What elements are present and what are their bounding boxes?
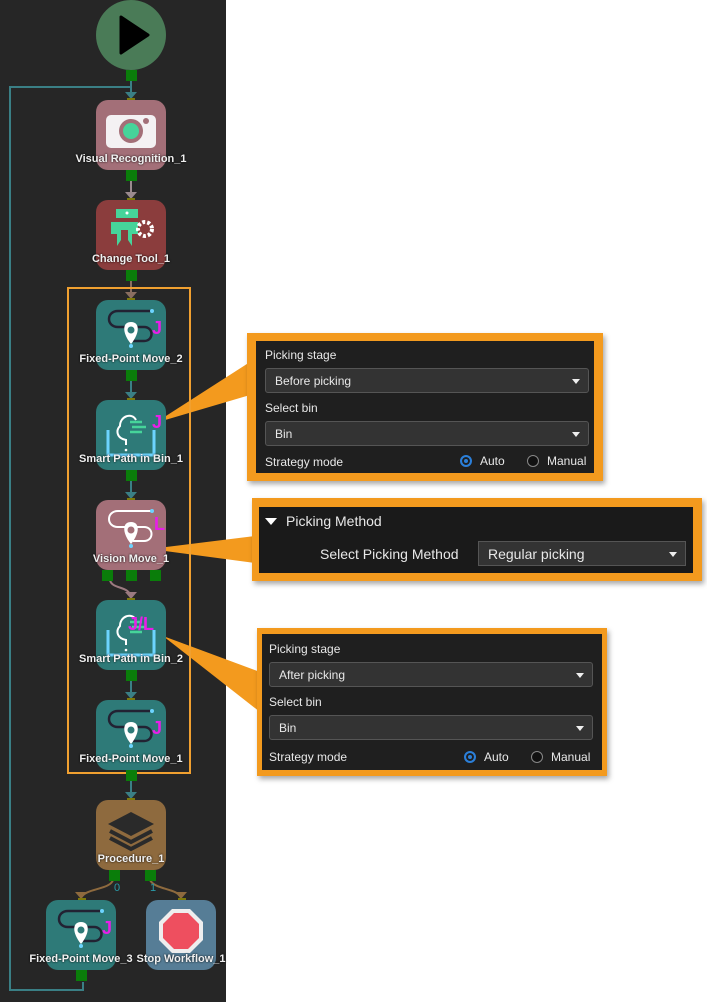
node-label: Change Tool_1 [91,253,171,265]
svg-text:J: J [102,918,112,938]
radio-unselected-icon [527,455,539,467]
picking-stage-select[interactable]: After picking [269,662,593,687]
smart-path-1-settings-callout: Picking stage Before picking Select bin … [247,333,603,481]
location-path-icon: J [57,909,112,948]
node-procedure-1[interactable]: Procedure_1 [96,800,166,870]
output-port-1[interactable] [145,870,156,881]
output-port[interactable] [126,70,137,81]
joint-badge: J [152,318,162,338]
output-port[interactable] [76,970,87,981]
picking-method-callout: Picking Method Select Picking Method Reg… [252,498,702,581]
location-path-icon: L [108,509,165,548]
picking-method-panel: Picking Method Select Picking Method Reg… [259,507,693,573]
picking-stage-label: Picking stage [265,348,337,362]
chevron-down-icon [576,672,584,678]
gripper-gear-icon [111,209,154,246]
node-smart-path-in-bin-1[interactable]: J Smart Path in Bin_1 [79,400,183,470]
output-port[interactable] [126,670,137,681]
output-port[interactable] [126,470,137,481]
node-stop-workflow-1[interactable]: Stop Workflow_1 [136,900,226,970]
select-bin-label: Select bin [269,695,322,709]
output-port[interactable] [102,570,113,581]
strategy-manual-radio[interactable]: Manual [527,454,586,468]
location-path-icon: J [107,709,162,748]
select-bin-select[interactable]: Bin [265,421,589,446]
smart-path-2-settings-callout: Picking stage After picking Select bin B… [257,628,607,776]
node-change-tool[interactable]: Change Tool_1 [92,200,170,270]
play-icon [119,15,150,55]
radio-selected-icon [464,751,476,763]
picking-stage-select[interactable]: Before picking [265,368,589,393]
select-picking-method-label: Select Picking Method [320,546,459,562]
select-bin-label: Select bin [265,401,318,415]
node-label: Smart Path in Bin_1 [79,453,183,465]
node-label: Fixed-Point Move_2 [79,353,183,365]
chevron-down-icon [572,431,580,437]
output-port[interactable] [126,570,137,581]
chevron-down-icon [572,378,580,384]
picking-method-value: Regular picking [488,545,585,562]
radio-label: Manual [551,750,591,764]
node-fixed-point-move-2[interactable]: J Fixed-Point Move_2 [79,300,183,370]
node-visual-recognition[interactable]: Visual Recognition_1 [75,100,187,170]
node-label: Fixed-Point Move_3 [29,953,133,965]
svg-text:J/L: J/L [128,614,154,634]
strategy-mode-label: Strategy mode [265,455,344,469]
node-smart-path-in-bin-2[interactable]: J/L Smart Path in Bin_2 [79,600,183,670]
radio-label: Auto [484,750,509,764]
smart-path-2-settings-panel: Picking stage After picking Select bin B… [262,634,602,770]
node-label: Procedure_1 [97,853,165,865]
picking-method-select[interactable]: Regular picking [478,541,686,566]
node-vision-move-1[interactable]: L Vision Move_1 [92,500,170,570]
head-bin-icon: J/L [106,614,156,657]
output-port[interactable] [126,270,137,281]
select-bin-value: Bin [279,720,297,735]
port-number-0: 0 [114,882,121,894]
node-label: Smart Path in Bin_2 [79,653,183,665]
camera-icon [106,115,156,148]
svg-text:J: J [152,718,162,738]
radio-label: Manual [547,454,587,468]
node-label: Stop Workflow_1 [136,953,226,965]
picking-method-title: Picking Method [286,513,382,529]
strategy-manual-radio[interactable]: Manual [531,750,590,764]
layers-icon [108,812,154,852]
svg-text:L: L [154,514,165,534]
node-label: Fixed-Point Move_1 [79,753,183,765]
node-label: Vision Move_1 [92,553,170,565]
node-label: Visual Recognition_1 [75,153,187,165]
picking-stage-value: After picking [279,667,346,682]
strategy-auto-radio[interactable]: Auto [460,454,505,468]
strategy-mode-label: Strategy mode [269,750,348,764]
strategy-auto-radio[interactable]: Auto [464,750,509,764]
picking-stage-value: Before picking [275,373,352,388]
select-bin-value: Bin [275,426,293,441]
output-port[interactable] [126,770,137,781]
head-bin-icon: J [106,412,162,457]
select-bin-select[interactable]: Bin [269,715,593,740]
radio-selected-icon [460,455,472,467]
collapse-triangle-icon[interactable] [265,518,277,525]
output-port[interactable] [150,570,161,581]
picking-stage-label: Picking stage [269,642,341,656]
output-port[interactable] [126,370,137,381]
svg-text:J: J [152,412,162,432]
node-fixed-point-move-1[interactable]: J Fixed-Point Move_1 [79,700,183,770]
output-port-0[interactable] [109,870,120,881]
node-fixed-point-move-3[interactable]: J Fixed-Point Move_3 [29,900,133,970]
smart-path-1-settings-panel: Picking stage Before picking Select bin … [256,341,594,473]
port-number-1: 1 [150,882,157,894]
start-node[interactable] [96,0,166,70]
chevron-down-icon [669,551,677,557]
chevron-down-icon [576,725,584,731]
location-path-icon: J [107,309,162,348]
stop-sign-icon [159,909,203,953]
radio-unselected-icon [531,751,543,763]
output-port[interactable] [126,170,137,181]
radio-label: Auto [480,454,505,468]
